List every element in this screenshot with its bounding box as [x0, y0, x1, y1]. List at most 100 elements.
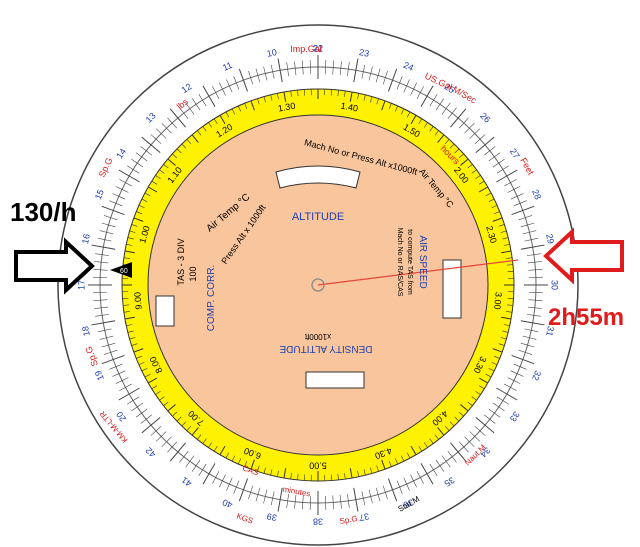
scale-tick	[510, 370, 518, 374]
scale-tick	[370, 496, 373, 504]
scale-tick	[103, 246, 116, 250]
scale-tick	[135, 412, 142, 418]
air-speed-sub2: Mach No or RAS/CAS	[396, 228, 403, 297]
scale-tick	[169, 451, 179, 462]
scale-tick	[492, 162, 499, 168]
scale-tick	[229, 477, 233, 485]
scale-tick	[489, 418, 496, 424]
scale-tick	[166, 127, 172, 134]
scale-tick	[511, 209, 524, 216]
scale-tick	[144, 373, 151, 378]
scale-tick	[198, 469, 203, 476]
outer-scale-number: 36	[402, 497, 415, 510]
scale-tick	[502, 400, 509, 405]
scale-tick	[467, 401, 473, 406]
scale-tick	[231, 455, 235, 462]
scale-tick	[450, 442, 459, 453]
scale-tick	[279, 70, 283, 83]
scale-tick	[191, 427, 199, 436]
outer-scale-number: 41	[180, 475, 194, 489]
scale-tick	[491, 205, 498, 208]
scale-tick	[518, 217, 526, 221]
scale-tick	[263, 496, 266, 504]
scale-tick	[155, 425, 162, 432]
scale-tick	[183, 113, 189, 119]
scale-tick	[484, 150, 490, 156]
scale-tick	[355, 499, 359, 512]
scale-tick	[444, 425, 450, 431]
scale-tick	[454, 416, 460, 422]
scale-tick	[238, 68, 244, 81]
scale-tick	[413, 82, 417, 90]
scale-tick	[458, 122, 465, 129]
scale-tick	[294, 68, 297, 76]
yellow-scale-number: 1.40	[340, 101, 359, 114]
scale-tick	[121, 377, 129, 381]
scale-tick	[429, 463, 434, 471]
scale-tick	[363, 64, 366, 72]
scale-tick	[395, 458, 398, 465]
scale-tick	[376, 465, 379, 472]
scale-tick	[471, 169, 477, 174]
scale-tick	[381, 459, 386, 470]
scale-tick	[347, 69, 349, 77]
scale-tick	[441, 108, 447, 115]
scale-tick	[337, 90, 339, 97]
scale-tick	[167, 446, 173, 453]
speed-annotation: 130/h	[10, 197, 77, 227]
density-altitude-label: DENSITY ALTITUDE	[279, 343, 372, 354]
scale-tick	[370, 467, 373, 474]
scale-tick	[233, 76, 237, 83]
scale-tick	[463, 117, 469, 124]
scale-tick	[238, 105, 241, 112]
scale-tick	[155, 138, 162, 145]
outer-scale-number: 22	[313, 43, 323, 53]
scale-tick	[337, 473, 339, 480]
outer-scale-number: 29	[544, 233, 556, 245]
scale-tick	[439, 465, 445, 472]
scale-tick	[129, 230, 136, 233]
scale-tick	[437, 427, 445, 436]
scale-tick	[510, 196, 518, 200]
scale-tick	[160, 133, 167, 139]
scale-tick	[504, 182, 511, 187]
scale-tick	[377, 68, 381, 76]
scale-tick	[513, 186, 521, 190]
scale-tick	[110, 217, 118, 221]
scale-tick	[450, 117, 459, 128]
scale-tick	[264, 73, 268, 81]
scale-tick	[109, 200, 116, 204]
yellow-scale-number: 3.00	[492, 292, 503, 310]
scale-tick	[532, 244, 545, 248]
scale-tick	[520, 246, 533, 250]
scale-tick	[406, 484, 410, 491]
scale-tick	[445, 102, 451, 109]
scale-tick	[151, 180, 158, 185]
right-window	[442, 259, 462, 319]
scale-tick	[171, 122, 178, 129]
scale-tick	[496, 387, 508, 395]
scale-tick	[363, 469, 366, 476]
scale-tick	[257, 487, 261, 495]
scale-tick	[385, 492, 388, 500]
scale-tick	[91, 244, 104, 248]
scale-tick	[382, 77, 386, 85]
scale-tick	[290, 90, 292, 97]
scale-tick	[101, 306, 109, 309]
scale-tick	[195, 104, 201, 111]
scale-tick	[524, 239, 532, 242]
scale-tick	[507, 189, 515, 193]
scale-tick	[484, 136, 495, 146]
scale-tick	[287, 69, 289, 77]
scale-tick	[429, 99, 434, 107]
scale-tick	[119, 179, 126, 183]
scale-tick	[127, 400, 134, 405]
scale-tick	[146, 414, 152, 420]
scale-tick	[475, 390, 481, 395]
scale-tick	[349, 468, 353, 479]
scale-tick	[420, 463, 428, 475]
scale-tick	[263, 467, 266, 474]
scale-tick	[375, 75, 379, 83]
scale-tick	[177, 117, 186, 128]
scale-tick	[202, 99, 207, 107]
